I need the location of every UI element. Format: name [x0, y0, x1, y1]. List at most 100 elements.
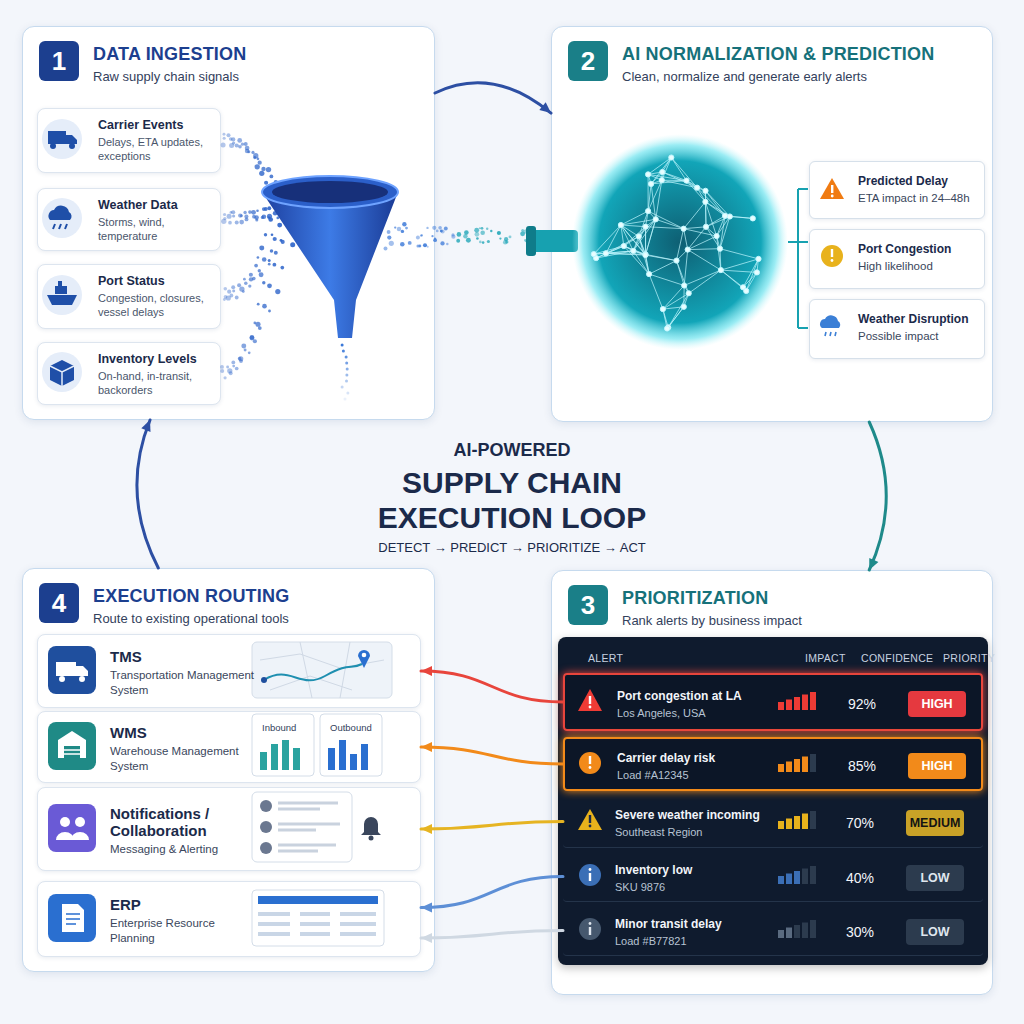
ebody-text: Transportation Management System [110, 668, 256, 698]
row-icons-part [589, 756, 591, 764]
data-dots-part [481, 227, 484, 230]
source-icons-part [48, 131, 66, 144]
data-dots-part [235, 367, 239, 371]
data-dots-part [250, 335, 255, 340]
data-dots-part [451, 235, 455, 239]
network-part [681, 226, 686, 231]
data-dots-part [251, 151, 254, 154]
data-dots-part [267, 283, 272, 288]
data-dots-part [264, 181, 268, 185]
wms-charts-part [339, 740, 346, 770]
data-dots-part [257, 256, 260, 259]
data-dots-part [394, 226, 396, 228]
tool-icons-part [66, 914, 80, 924]
chat-mock [252, 792, 381, 862]
network-part [685, 247, 690, 252]
row-icons [578, 689, 602, 940]
data-dots-part [466, 238, 471, 243]
data-dots-part [242, 290, 245, 293]
row-icons-part [578, 689, 602, 711]
data-dots-part [427, 246, 429, 248]
arrow-head [421, 903, 432, 913]
data-dots-part [262, 281, 265, 284]
network-part [643, 224, 648, 229]
data-dots-part [479, 241, 482, 244]
chat-mock-part [278, 803, 340, 851]
network-part [750, 216, 755, 221]
chat-mock-part [260, 821, 272, 833]
pipe-part [532, 230, 578, 252]
data-dots-part [426, 227, 428, 229]
data-dots-part [441, 230, 445, 234]
data-dots-part [272, 263, 276, 267]
row-icons-part [589, 927, 591, 935]
tool-icons-part [60, 817, 70, 827]
head-text: DATA INGESTION [39, 44, 420, 65]
data-dots-part [264, 207, 268, 211]
alert-icons-part [831, 185, 833, 193]
network-part [653, 217, 658, 222]
network-part [669, 155, 674, 160]
data-dots-part [237, 138, 242, 143]
etitle-text: Notifications / Collaboration [110, 805, 256, 839]
network-part [645, 227, 646, 255]
alert-row: Carrier delay riskLoad #A1234585%HIGH [563, 737, 983, 791]
impact-bars-part [778, 764, 784, 772]
ibody-text: On-hand, in-transit, backorders [98, 369, 214, 398]
tool-icons-part [56, 662, 76, 676]
table-header: ALERTIMPACTCONFIDENCEPRIORITY [558, 637, 988, 664]
wms-charts [252, 714, 382, 776]
network-part [631, 248, 636, 253]
network-part [646, 254, 677, 260]
source-icons-part [47, 295, 77, 305]
data-dots-part [277, 223, 282, 228]
data-dots-part [228, 221, 232, 225]
impact-bars-part [794, 925, 800, 938]
sub-text: Clean, normalize and generate early aler… [568, 69, 978, 84]
erp-table-part [252, 890, 384, 946]
leader [797, 189, 799, 328]
head-text: EXECUTION ROUTING [39, 586, 420, 607]
leader [798, 188, 808, 190]
data-dots-part [235, 220, 239, 224]
connector-part [421, 822, 563, 830]
network-part [720, 217, 730, 249]
rbadge-text: MEDIUM [906, 810, 964, 836]
data-dots-part [229, 371, 233, 375]
ebody-text: Warehouse Management System [110, 744, 256, 774]
impact-bars-part [786, 928, 792, 939]
network-part [621, 225, 646, 227]
network-part [660, 169, 665, 174]
connector-part [869, 422, 886, 570]
network-part [648, 158, 671, 175]
data-dots-part [239, 220, 244, 225]
hc-text: ALERT [588, 652, 805, 664]
network-part [633, 219, 655, 251]
data-dots-part [223, 213, 226, 216]
network-part [649, 181, 654, 186]
data-dots-part [401, 230, 404, 233]
data-dots-part [227, 290, 231, 294]
data-dots-part [255, 322, 260, 327]
data-dots-part [259, 272, 264, 277]
tms-map-part [358, 650, 370, 668]
funnel-part [272, 181, 388, 203]
data-dots-part [241, 143, 244, 146]
network-part [688, 236, 717, 250]
impact-bars-part [778, 930, 784, 938]
network-part [722, 213, 727, 218]
data-dots-part [232, 290, 235, 293]
tool-icons-part [62, 904, 84, 932]
source-icons-part [69, 143, 75, 149]
impact-bars-part [778, 702, 784, 710]
data-dots-part [267, 206, 271, 210]
network-part [706, 191, 726, 216]
network-part [703, 224, 708, 229]
rconf-text: 30% [825, 924, 895, 940]
wms-charts-part [260, 752, 267, 770]
funnel [262, 176, 398, 338]
data-dots-part [238, 145, 242, 149]
data-dots-part [243, 278, 246, 281]
wms-charts-part [271, 744, 278, 770]
